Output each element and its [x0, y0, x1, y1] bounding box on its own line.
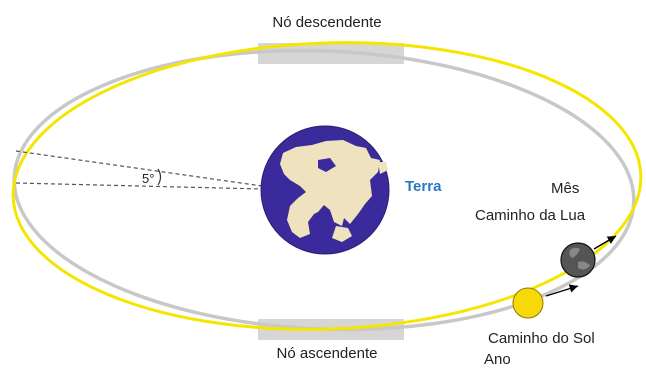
earth-ocean-hole — [318, 158, 336, 172]
sun-path-label: Caminho do Sol — [488, 330, 595, 347]
ecliptic-dashed-line — [15, 182, 263, 190]
moon-path-label: Caminho da Lua — [475, 207, 586, 224]
earth-label: Terra — [405, 178, 442, 195]
year-label: Ano — [484, 351, 511, 368]
earth-island — [378, 162, 388, 174]
sun-orbit-path — [11, 41, 643, 331]
moon-highlight — [569, 247, 580, 258]
earth-globe — [260, 125, 390, 255]
descending-node-box — [258, 43, 404, 64]
sun — [512, 287, 544, 319]
moon-direction-arrow — [593, 235, 617, 250]
angle-label: 5° — [142, 171, 154, 186]
angle-arc — [157, 168, 162, 186]
ascending-node-label: Nó ascendente — [277, 345, 378, 362]
earth-landmass-east — [332, 226, 352, 242]
sun-direction-arrow — [545, 284, 579, 297]
earth-landmass — [280, 140, 380, 238]
month-label: Mês — [551, 180, 579, 197]
orbit-plane-dashed-line — [15, 150, 263, 187]
moon-highlight-lower — [578, 261, 590, 270]
moon — [560, 242, 596, 278]
descending-node-label: Nó descendente — [272, 14, 381, 31]
